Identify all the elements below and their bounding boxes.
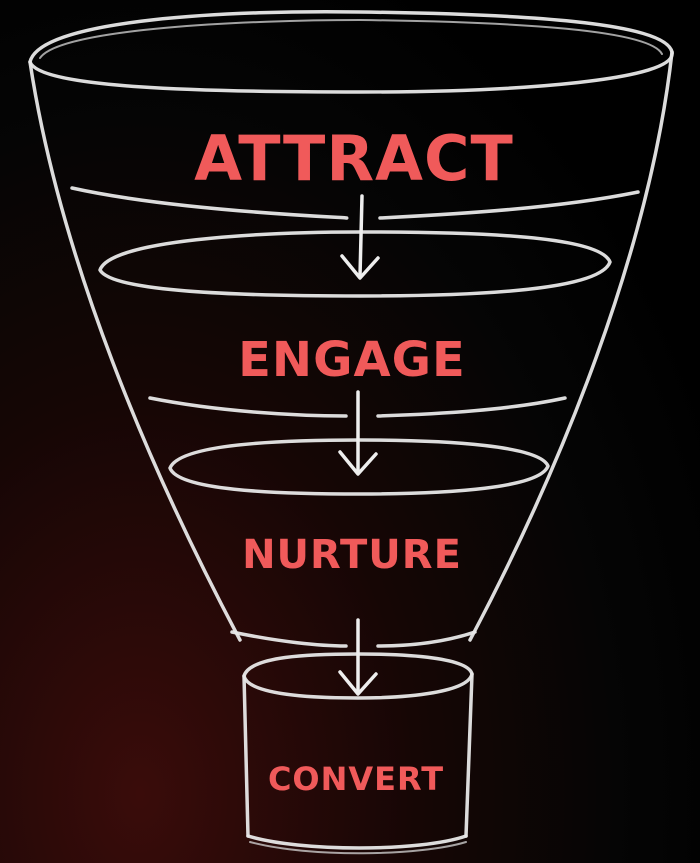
spout-right-wall [464, 672, 474, 838]
spout-bottom-echo [249, 841, 467, 855]
funnel-band-3-front [230, 630, 477, 648]
stage-label-nurture: NURTURE [242, 532, 462, 578]
stage-label-attract: ATTRACT [194, 122, 514, 195]
funnel-right-wall [468, 50, 674, 642]
funnel-band-2-ring [168, 438, 550, 496]
stage-label-convert: CONVERT [268, 760, 444, 798]
funnel-band-1-ring [98, 230, 612, 298]
arrow-down-icon [338, 390, 378, 476]
stage-label-engage: ENGAGE [238, 332, 466, 388]
funnel-top-rim-echo [39, 18, 663, 59]
spout-left-wall [242, 674, 250, 838]
arrow-down-icon [340, 194, 380, 280]
funnel-left-wall [28, 60, 242, 642]
spout-bottom [246, 834, 468, 850]
arrow-down-icon [338, 618, 378, 696]
funnel-band-1-front [70, 186, 640, 220]
funnel-top-rim [28, 9, 674, 94]
funnel-band-2-front [148, 396, 567, 418]
